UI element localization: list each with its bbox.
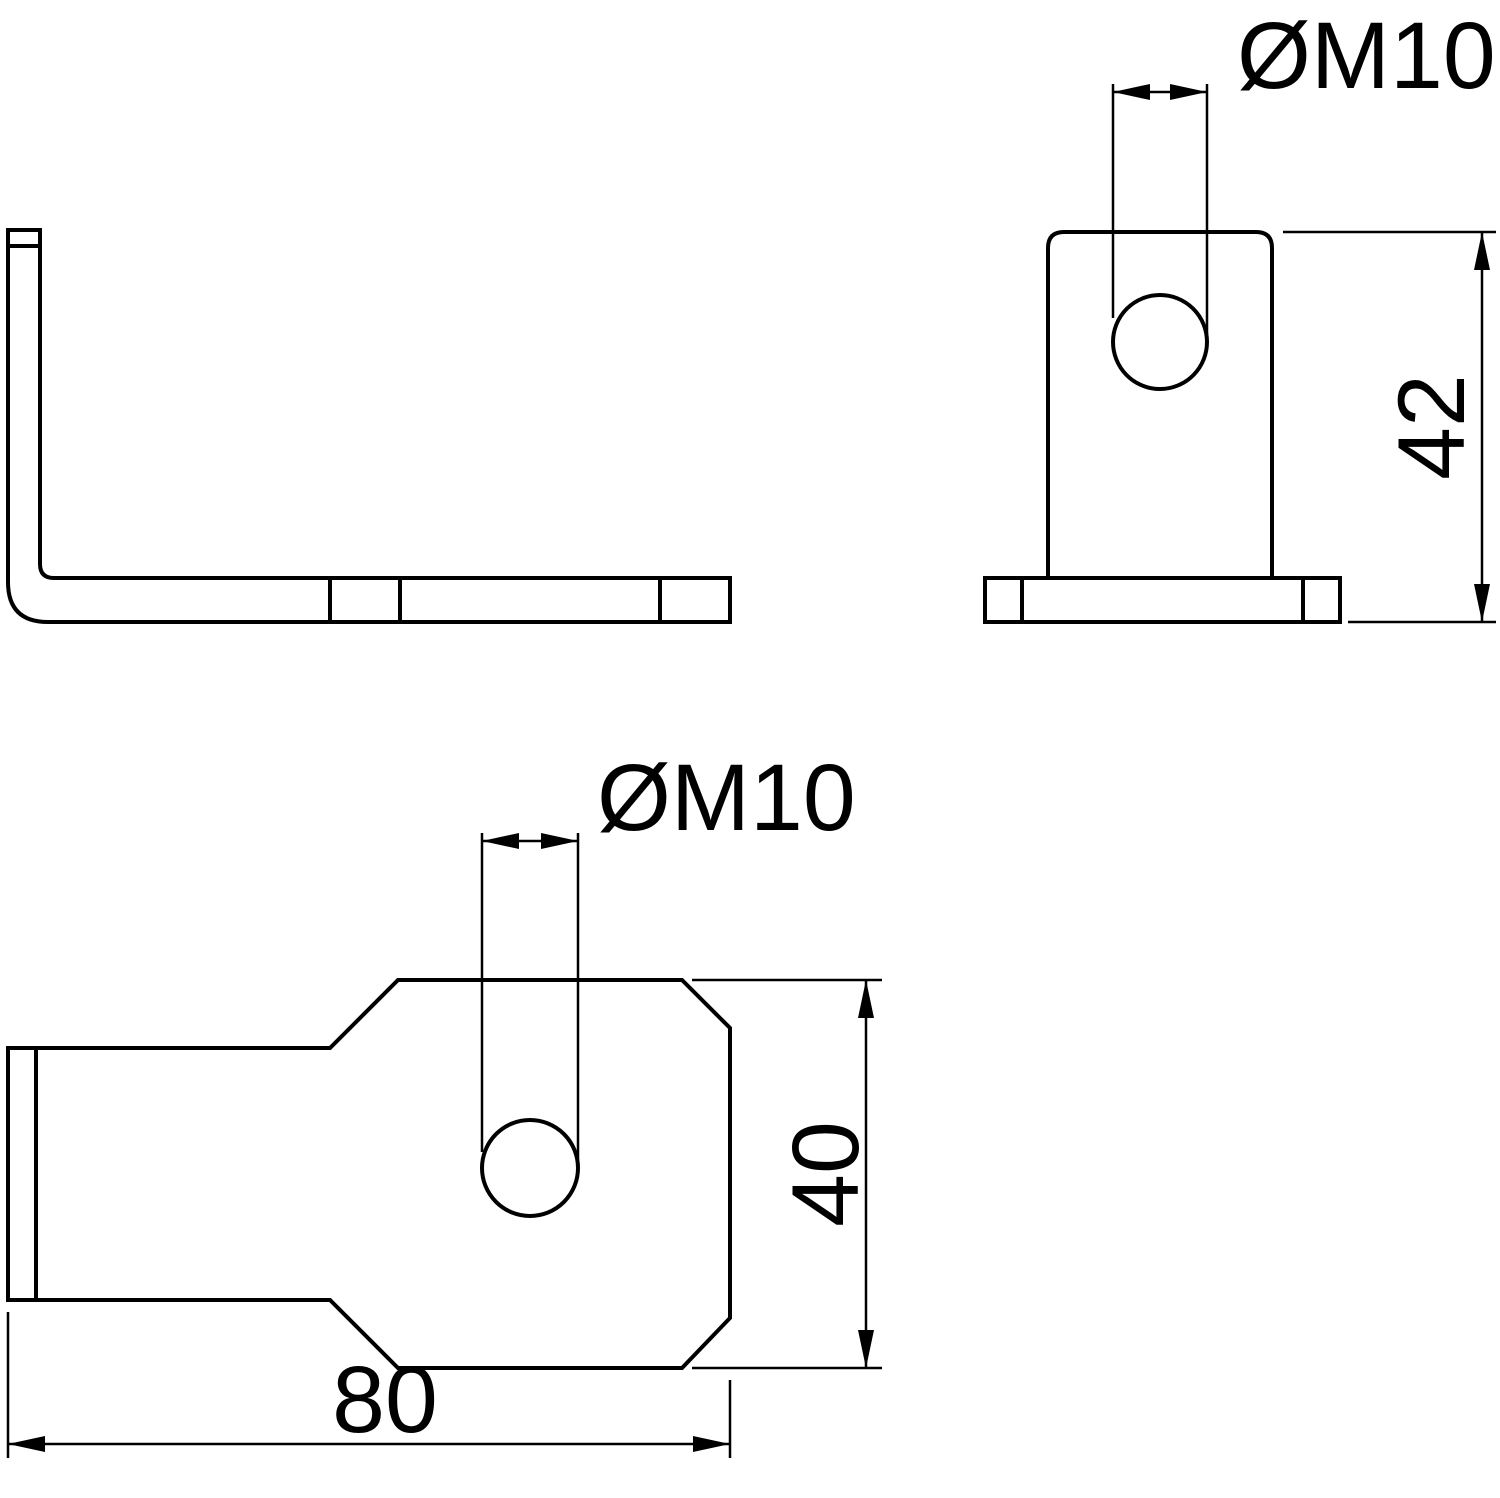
- arrow-icon: [1474, 232, 1490, 270]
- dimension-arrowheads: [8, 84, 1490, 1452]
- end-view-base-outline: [983, 576, 1342, 624]
- dimension-labels: ØM10 42 ØM10 40 80: [332, 3, 1496, 1453]
- end-view-upright-outline: [1046, 230, 1274, 578]
- arrow-icon: [541, 833, 578, 849]
- arrow-icon: [858, 980, 874, 1018]
- dimension-lines: [6, 84, 1496, 1458]
- arrow-icon: [482, 833, 519, 849]
- arrow-icon: [1474, 584, 1490, 622]
- arrow-icon: [8, 1436, 45, 1452]
- arrow-icon: [693, 1436, 730, 1452]
- top-view-width-label: 40: [773, 1121, 879, 1227]
- arrow-icon: [1170, 84, 1207, 100]
- side-view-outline: [6, 228, 732, 624]
- top-view: [6, 978, 732, 1370]
- arrow-icon: [1113, 84, 1150, 100]
- top-view-outline: [6, 978, 732, 1370]
- arrow-icon: [858, 1330, 874, 1368]
- end-view-height-label: 42: [1379, 374, 1485, 480]
- top-view-hole-label: ØM10: [597, 745, 856, 851]
- end-view-hole-label: ØM10: [1237, 3, 1496, 109]
- side-view: [6, 228, 732, 624]
- end-view: [983, 230, 1342, 624]
- top-view-length-label: 80: [332, 1347, 438, 1453]
- top-view-hole: [480, 1118, 580, 1218]
- end-view-hole: [1111, 293, 1209, 391]
